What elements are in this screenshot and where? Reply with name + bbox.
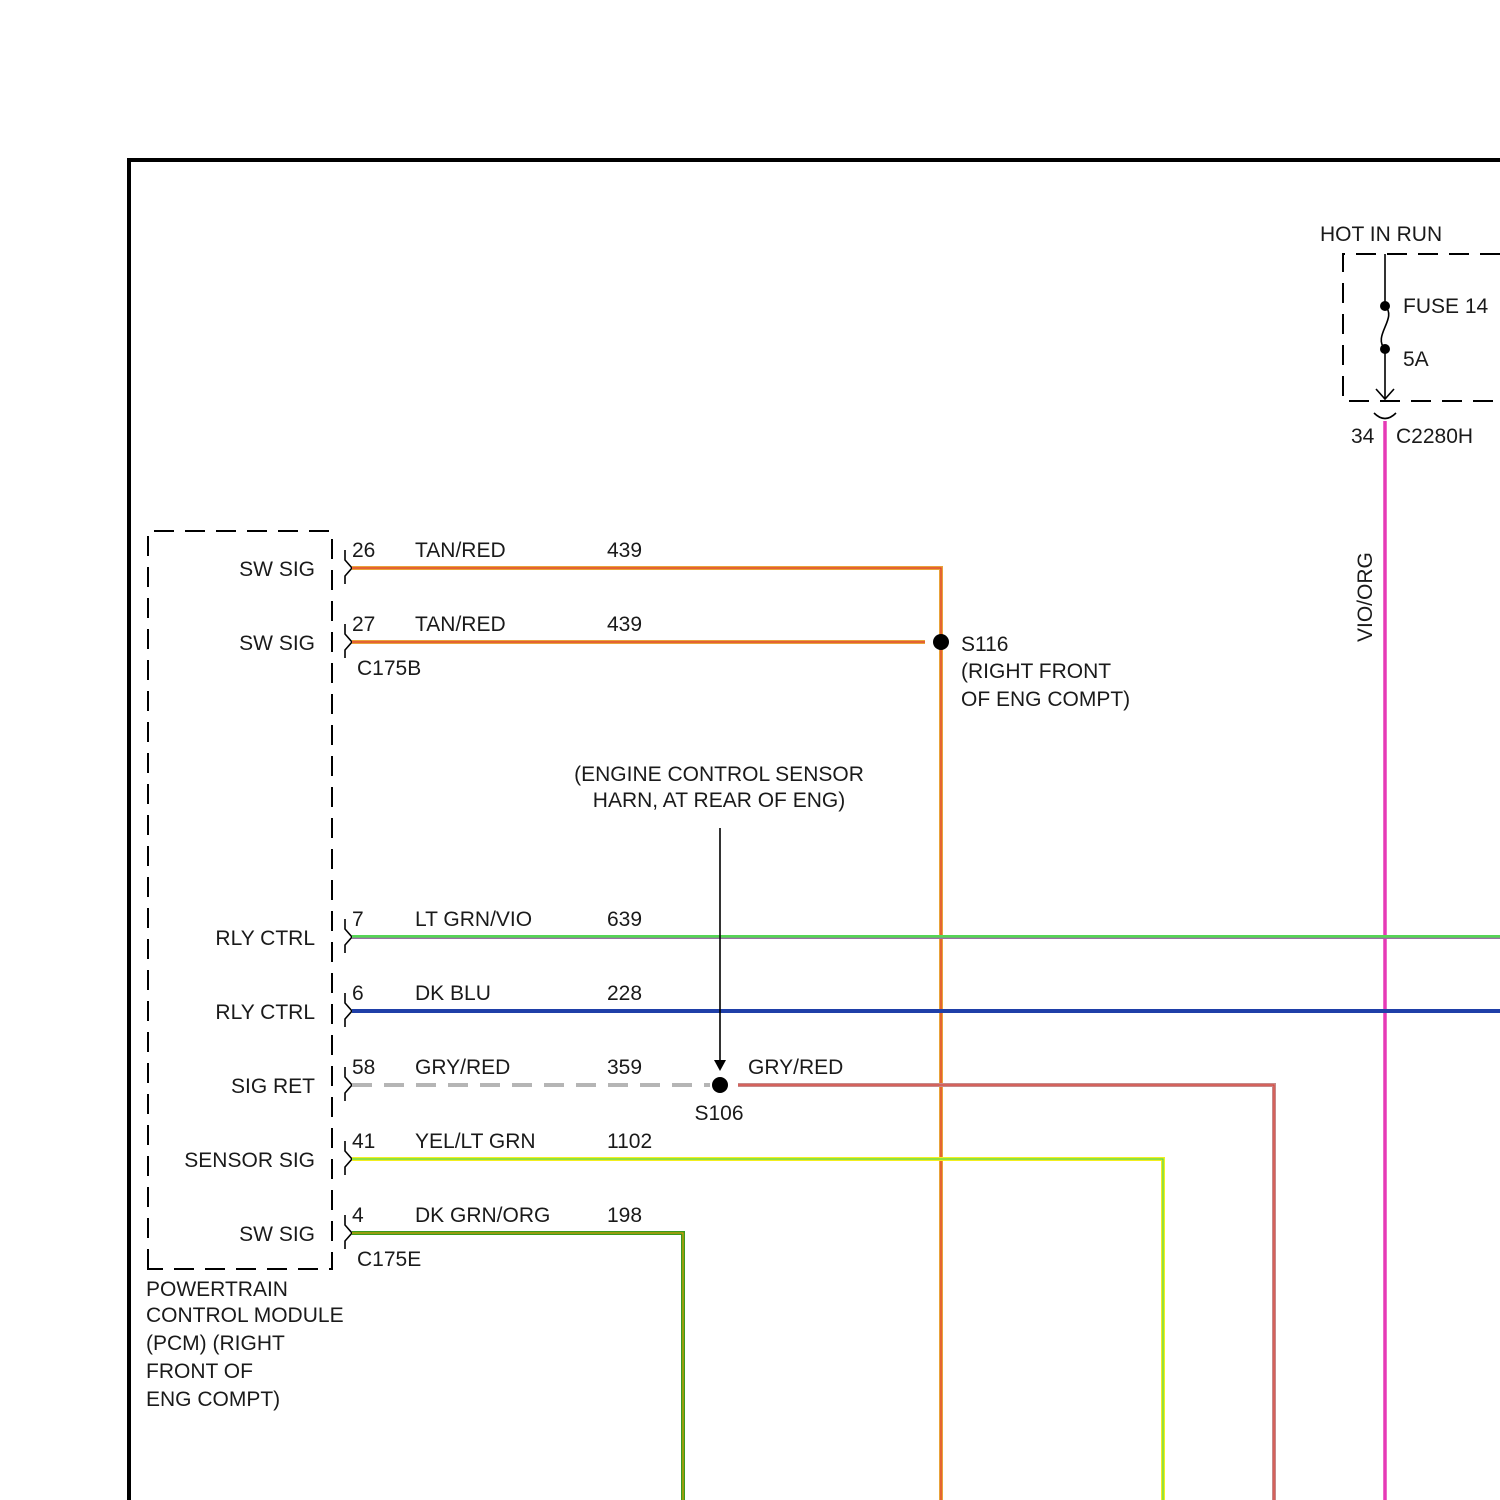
- pin-number: 7: [352, 908, 364, 931]
- pin-number: 58: [352, 1056, 375, 1079]
- circuit-number: 359: [607, 1056, 642, 1079]
- pcm-pin-function: SW SIG: [239, 632, 315, 655]
- connector-c2280h-icon: [1374, 413, 1396, 419]
- splice-s106-wire-color: GRY/RED: [748, 1056, 843, 1079]
- pcm-pin-function: SIG RET: [231, 1075, 315, 1098]
- fuse-icon: [1381, 306, 1389, 349]
- splice-s106-label: S106: [694, 1102, 743, 1125]
- hot-in-run-label: HOT IN RUN: [1320, 223, 1442, 246]
- pin-34-label: 34: [1351, 425, 1375, 448]
- fuse-rating: 5A: [1403, 348, 1429, 371]
- circuit-number: 639: [607, 908, 642, 931]
- splice-s106-dot: [712, 1077, 728, 1093]
- circuit-number: 228: [607, 982, 642, 1005]
- pin-number: 27: [352, 613, 375, 636]
- pcm-pin-function: SENSOR SIG: [184, 1149, 315, 1172]
- pin-bracket-icon: [345, 919, 352, 953]
- circuit-number: 439: [607, 613, 642, 636]
- circuit-number: 439: [607, 539, 642, 562]
- fuse-box-outline: [1343, 254, 1500, 401]
- harness-note-line: (ENGINE CONTROL SENSOR: [574, 763, 864, 786]
- pin-bracket-icon: [345, 1067, 352, 1101]
- connector-c2280h-label: C2280H: [1396, 425, 1473, 448]
- wire-color-label: LT GRN/VIO: [415, 908, 532, 931]
- fuse-name: FUSE 14: [1403, 295, 1489, 318]
- splice-s116-dot: [933, 634, 949, 650]
- diagram-frame: [129, 160, 1500, 1500]
- wire-color-label: TAN/RED: [415, 613, 506, 636]
- pin-bracket-icon: [345, 993, 352, 1027]
- splice-s116-label: S116: [961, 633, 1009, 656]
- wire-lt-grn-vio: [352, 937, 1500, 938]
- vio-org-wire-label: VIO/ORG: [1354, 552, 1377, 642]
- pcm-name-line: POWERTRAIN: [146, 1278, 288, 1301]
- pcm-pin-function: SW SIG: [239, 1223, 315, 1246]
- wire-color-label: YEL/LT GRN: [415, 1130, 536, 1153]
- wire-color-label: TAN/RED: [415, 539, 506, 562]
- pin-bracket-icon: [345, 624, 352, 658]
- harness-note-line: HARN, AT REAR OF ENG): [593, 789, 845, 812]
- pin-bracket-icon: [345, 1215, 352, 1249]
- pin-number: 41: [352, 1130, 375, 1153]
- pin-number: 26: [352, 539, 375, 562]
- pcm-name-line: (PCM) (RIGHT: [146, 1332, 285, 1355]
- pin-bracket-icon: [345, 550, 352, 584]
- pcm-name-line: ENG COMPT): [146, 1388, 280, 1411]
- pin-bracket-icon: [345, 1141, 352, 1175]
- wire-gry-red: [738, 1085, 1274, 1500]
- connector-c175e-label: C175E: [357, 1248, 421, 1271]
- pcm-name-line: FRONT OF: [146, 1360, 253, 1383]
- circuit-number: 1102: [607, 1130, 652, 1153]
- wire-color-label: DK BLU: [415, 982, 491, 1005]
- arrow-down-icon: [714, 1060, 726, 1071]
- pin-number: 4: [352, 1204, 364, 1227]
- wire-color-label: GRY/RED: [415, 1056, 510, 1079]
- pcm-name-line: CONTROL MODULE: [146, 1304, 344, 1327]
- pcm-pin-function: SW SIG: [239, 558, 315, 581]
- splice-s116-location: OF ENG COMPT): [961, 688, 1130, 711]
- circuit-number: 198: [607, 1204, 642, 1227]
- pin-number: 6: [352, 982, 364, 1005]
- pcm-pin-function: RLY CTRL: [215, 927, 315, 950]
- pcm-pin-function: RLY CTRL: [215, 1001, 315, 1024]
- wire-color-label: DK GRN/ORG: [415, 1204, 550, 1227]
- connector-c175b-label: C175B: [357, 657, 421, 680]
- wire-dk-grn-org: [352, 1233, 683, 1500]
- splice-s116-location: (RIGHT FRONT: [961, 660, 1111, 683]
